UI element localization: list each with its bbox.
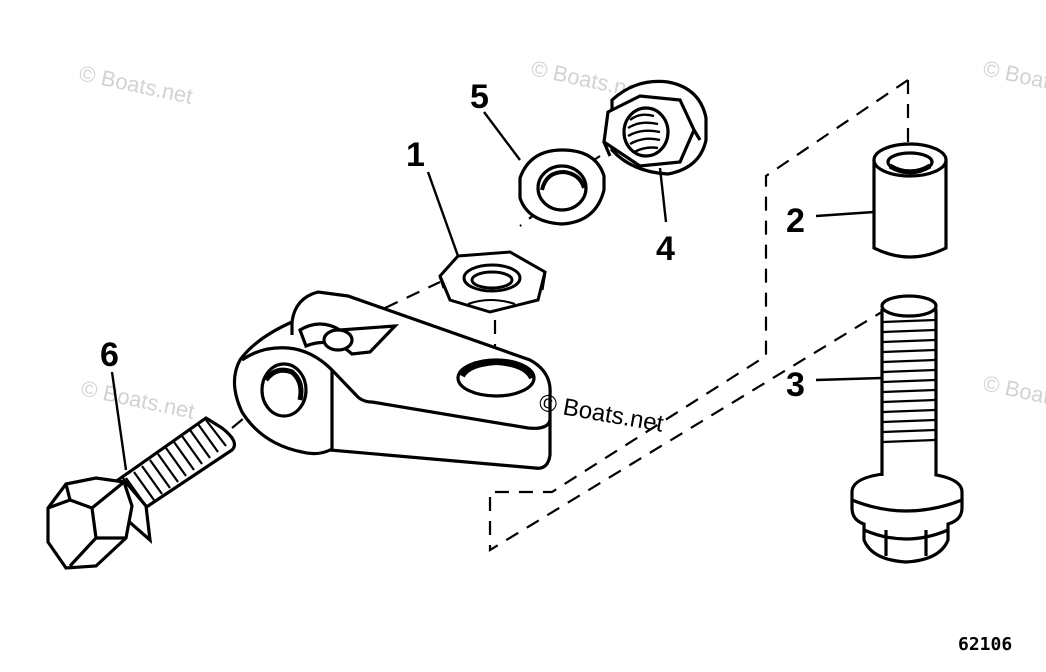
watermark-center: © Boats.net	[537, 389, 666, 437]
leader-2	[815, 210, 875, 218]
leader-3	[815, 376, 883, 382]
callout-2: 2	[786, 202, 805, 240]
callout-5: 5	[470, 78, 489, 116]
callout-4: 4	[656, 230, 675, 268]
clevis-yoke	[232, 290, 552, 470]
callout-1: 1	[406, 136, 425, 174]
part-5-flat-washer	[518, 148, 606, 226]
part-2-bushing	[872, 142, 948, 259]
watermark-top-left: © Boats.net	[77, 60, 195, 108]
part-4-flange-nut	[602, 79, 708, 176]
leader-1	[426, 171, 460, 257]
figure-number: 62106	[958, 634, 1012, 655]
leader-4	[658, 167, 668, 223]
part-1-hex-nut	[438, 250, 547, 314]
leader-5	[483, 111, 521, 161]
leader-6	[110, 371, 128, 471]
watermark-mid-left: © Boats.net	[79, 375, 197, 423]
callout-3: 3	[786, 366, 805, 404]
leader-lines	[110, 111, 883, 471]
callout-labels: 1 2 3 4 5 6	[100, 78, 805, 404]
watermark-mid-right: © Boats.net	[981, 370, 1046, 418]
callout-6: 6	[100, 336, 119, 374]
watermark-top-right: © Boats.net	[981, 55, 1046, 103]
part-3-flange-bolt	[850, 294, 964, 564]
part-6-hex-bolt	[46, 416, 236, 570]
bolt-3-threads	[882, 318, 936, 444]
